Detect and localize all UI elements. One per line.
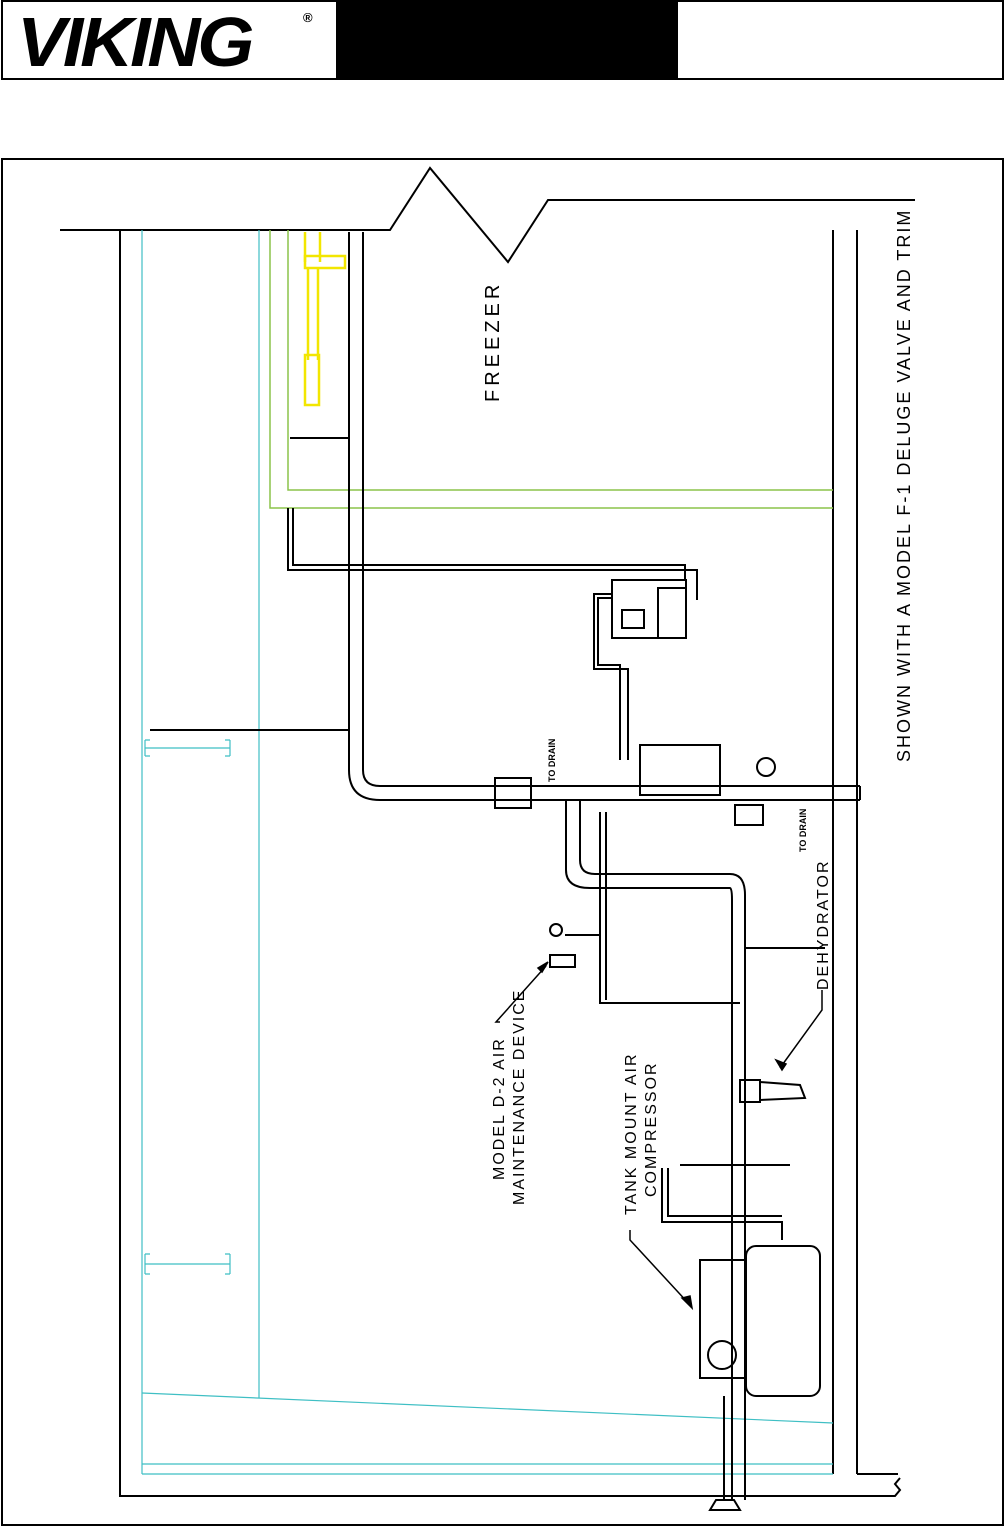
brand-name: VIKING xyxy=(17,3,254,81)
dehydrator-label: DEHYDRATOR xyxy=(815,859,832,990)
freezer-walls xyxy=(141,230,834,1475)
to-drain-label-lower: TO DRAIN xyxy=(798,809,808,852)
insulation-lines xyxy=(269,230,833,509)
air-maintenance-label-line1: MODEL D-2 AIR xyxy=(491,1037,508,1180)
building-outline xyxy=(60,166,915,1497)
viking-logo: VIKING ® xyxy=(3,2,336,81)
room-label-freezer: FREEZER xyxy=(482,281,504,402)
registered-mark: ® xyxy=(303,10,313,25)
header-black-band xyxy=(336,2,678,78)
sprinkler-branch xyxy=(303,232,347,407)
page-header: VIKING ® xyxy=(1,0,1004,80)
compressor-label-line1: TANK MOUNT AIR xyxy=(623,1052,640,1215)
caption-deluge-valve: SHOWN WITH A MODEL F-1 DELUGE VALVE AND … xyxy=(894,209,914,762)
air-maintenance-label-line2: MAINTENANCE DEVICE xyxy=(511,989,528,1205)
diagram-frame xyxy=(1,158,1004,1526)
callout-leaders xyxy=(494,961,823,1311)
piping xyxy=(150,232,861,1511)
to-drain-label-upper: TO DRAIN xyxy=(547,739,557,782)
compressor-label-line2: COMPRESSOR xyxy=(643,1061,660,1197)
